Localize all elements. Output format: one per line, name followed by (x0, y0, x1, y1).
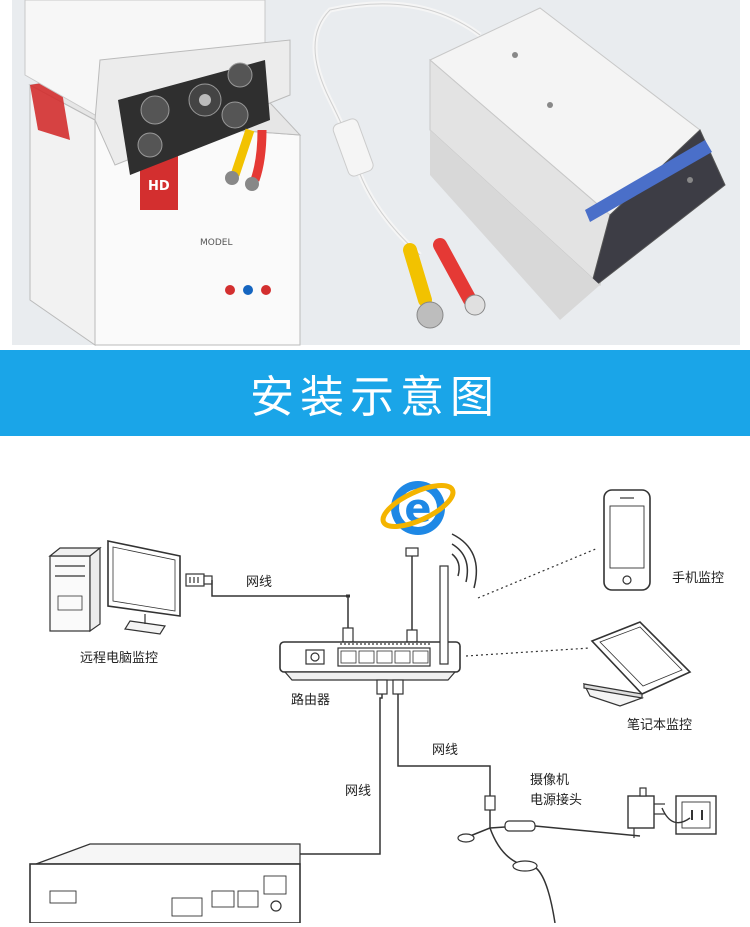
installation-diagram: e 网线 远程电脑监控 路由器 手机监控 笔记本监控 网线 网线 摄像机 电源接… (0, 436, 750, 924)
cable-router-camera (397, 680, 491, 796)
label-cable-top: 网线 (246, 575, 272, 590)
internet-explorer-icon: e (380, 481, 456, 535)
desktop-tower-icon (48, 546, 102, 633)
box-print-model: MODEL (200, 238, 232, 248)
wireless-link-laptop (465, 647, 591, 657)
bullet-camera (24, 0, 291, 175)
section-banner: 安装示意图 (0, 350, 750, 436)
label-remote-pc: 远程电脑监控 (80, 651, 158, 666)
banner-title: 安装示意图 (250, 372, 500, 423)
label-router: 路由器 (291, 692, 330, 708)
label-camera-power-2: 电源接头 (530, 792, 582, 808)
label-laptop: 笔记本监控 (627, 717, 692, 733)
pc-rj45-plug-icon (185, 573, 205, 587)
wireless-link-phone (477, 547, 599, 599)
camera-bracket (429, 7, 726, 320)
label-camera-power-1: 摄像机 (530, 773, 569, 788)
nvr-icon (29, 843, 301, 924)
monitor-icon (107, 540, 181, 635)
laptop-icon (582, 621, 692, 707)
label-phone: 手机监控 (672, 571, 724, 586)
box-print-hd: HD (148, 179, 170, 194)
label-cable-left: 网线 (345, 784, 371, 799)
wifi-signal-icon (451, 533, 478, 589)
phone-icon (603, 489, 651, 591)
wall-socket-icon (661, 795, 717, 835)
camera-pigtail-icon (457, 810, 641, 924)
power-adapter-icon (627, 787, 665, 838)
product-photo: HD MODEL (0, 0, 750, 350)
cable-pc-router (211, 580, 349, 636)
router-icon (279, 565, 461, 681)
label-cable-right: 网线 (432, 743, 458, 758)
